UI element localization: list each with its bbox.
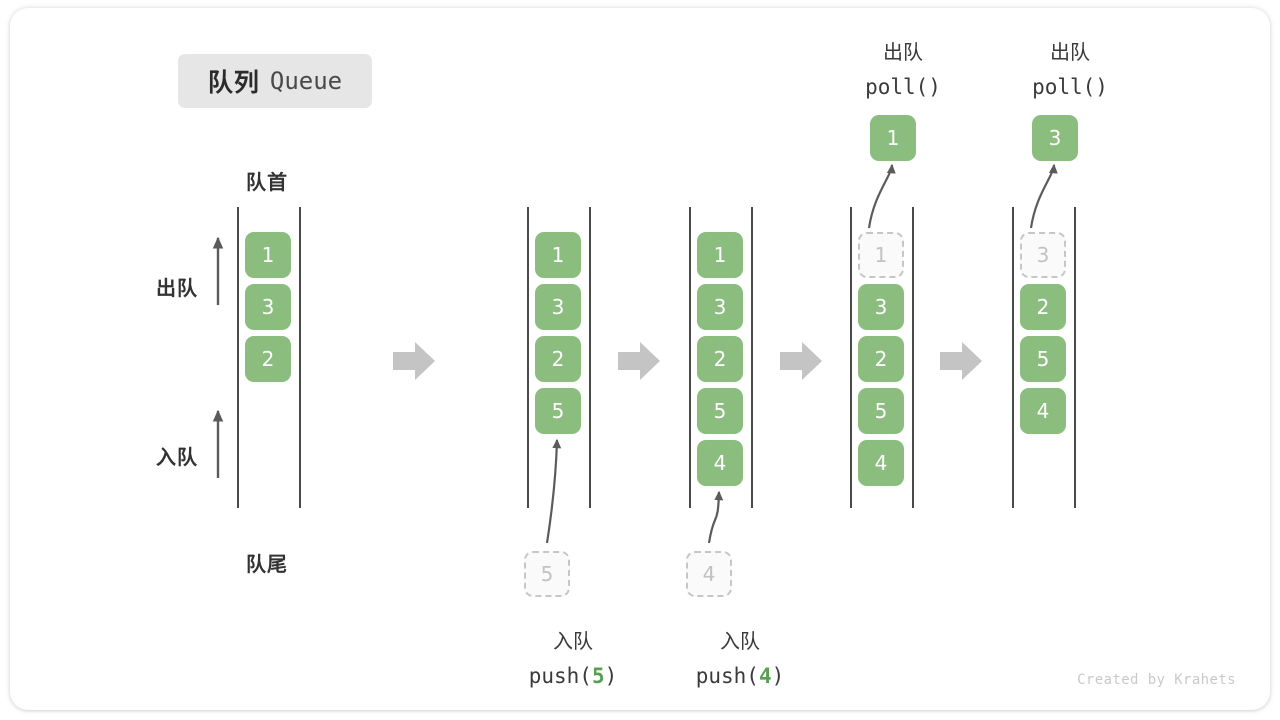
bottom-operation-0-cn: 入队 — [553, 631, 593, 653]
title-cn: 队列 — [207, 69, 260, 97]
arrows-overlay — [212, 163, 1058, 544]
queue-rear-label: 队尾 — [246, 554, 288, 576]
step-transition-arrow-0 — [393, 342, 435, 380]
bottom-operation-0-code-prefix: push( — [528, 664, 592, 688]
queue-rail-after-push-4 — [689, 207, 691, 508]
dequeue-direction-label: 出队 — [156, 278, 198, 300]
queue-rail-initial-queue — [299, 207, 301, 508]
popped-cell-after-poll-3-0: 3 — [1032, 115, 1078, 161]
dequeue-arrow-after-poll-3 — [1029, 163, 1058, 229]
queue-rail-after-poll-3 — [1074, 207, 1076, 508]
queue-cell-after-poll-1-0: 1 — [858, 232, 904, 278]
queue-cell-after-push-5-1: 3 — [535, 284, 581, 330]
enqueue-direction-label: 入队 — [156, 447, 198, 469]
queue-cell-after-push-4-4: 4 — [697, 440, 743, 486]
queue-cell-after-push-5-2: 2 — [535, 336, 581, 382]
bottom-operation-0-code-suffix: ) — [604, 664, 618, 688]
bottom-operation-1-code-suffix: ) — [771, 664, 785, 688]
diagram-card: 队列 Queue 队首 队尾 出队 入队 出队 poll() 出队 poll()… — [10, 8, 1270, 710]
queue-rail-after-push-5 — [527, 207, 529, 508]
bottom-operation-1-cn: 入队 — [720, 631, 760, 653]
queue-cell-after-poll-1-3: 5 — [858, 388, 904, 434]
top-operation-0-code: poll() — [865, 75, 941, 99]
bottom-operation-1-code-prefix: push( — [695, 664, 759, 688]
diagram-stage: 队列 Queue 队首 队尾 出队 入队 出队 poll() 出队 poll()… — [10, 8, 1270, 710]
queue-cell-after-push-4-2: 2 — [697, 336, 743, 382]
queue-cell-initial-queue-2: 2 — [245, 336, 291, 382]
queue-cell-after-push-5-0: 1 — [535, 232, 581, 278]
queue-cell-after-poll-3-3: 4 — [1020, 388, 1066, 434]
queue-rail-after-poll-1 — [850, 207, 852, 508]
bottom-operation-1-code: push(4) — [660, 659, 820, 693]
enqueue-arrow-after-push-5 — [545, 438, 562, 544]
title-en: Queue — [269, 67, 343, 95]
queue-rail-after-poll-3 — [1012, 207, 1014, 508]
queue-cell-initial-queue-1: 3 — [245, 284, 291, 330]
queue-rail-after-poll-1 — [912, 207, 914, 508]
enqueue-arrow-after-push-4 — [707, 490, 724, 544]
queue-cell-after-push-4-0: 1 — [697, 232, 743, 278]
credit-text: Created by Krahets — [1077, 672, 1236, 688]
bottom-operation-0-code-arg: 5 — [591, 664, 605, 688]
top-operation-1-code: poll() — [1032, 75, 1108, 99]
dequeue-arrow-after-poll-1 — [867, 163, 896, 229]
bottom-operation-0-code: push(5) — [493, 659, 653, 693]
popped-cell-after-poll-1-0: 1 — [870, 115, 916, 161]
queue-cell-after-poll-3-0: 3 — [1020, 232, 1066, 278]
top-operation-0: 出队 poll() — [848, 36, 958, 104]
queue-front-label: 队首 — [246, 172, 288, 194]
step-transition-arrow-1 — [618, 342, 660, 380]
queue-cell-after-poll-1-4: 4 — [858, 440, 904, 486]
queue-cell-after-push-4-3: 5 — [697, 388, 743, 434]
step-transition-arrow-3 — [940, 342, 982, 380]
queue-cell-after-poll-1-1: 3 — [858, 284, 904, 330]
bottom-operation-0: 入队 push(5) — [493, 625, 653, 693]
top-operation-1-cn: 出队 — [1050, 42, 1090, 64]
incoming-ghost-cell-after-push-5-0: 5 — [524, 551, 570, 597]
incoming-ghost-cell-after-push-4-0: 4 — [686, 551, 732, 597]
queue-cell-after-push-5-3: 5 — [535, 388, 581, 434]
top-operation-1: 出队 poll() — [1015, 36, 1125, 104]
bottom-operation-1: 入队 push(4) — [660, 625, 820, 693]
queue-cell-after-poll-3-2: 5 — [1020, 336, 1066, 382]
title-badge: 队列 Queue — [178, 54, 372, 108]
queue-rail-after-push-4 — [751, 207, 753, 508]
queue-cell-after-poll-3-1: 2 — [1020, 284, 1066, 330]
queue-rail-initial-queue — [237, 207, 239, 508]
step-transition-arrow-2 — [780, 342, 822, 380]
queue-rail-after-push-5 — [589, 207, 591, 508]
queue-cell-initial-queue-0: 1 — [245, 232, 291, 278]
bottom-operation-1-code-arg: 4 — [758, 664, 772, 688]
queue-cell-after-poll-1-2: 2 — [858, 336, 904, 382]
queue-cell-after-push-4-1: 3 — [697, 284, 743, 330]
top-operation-0-cn: 出队 — [883, 42, 923, 64]
